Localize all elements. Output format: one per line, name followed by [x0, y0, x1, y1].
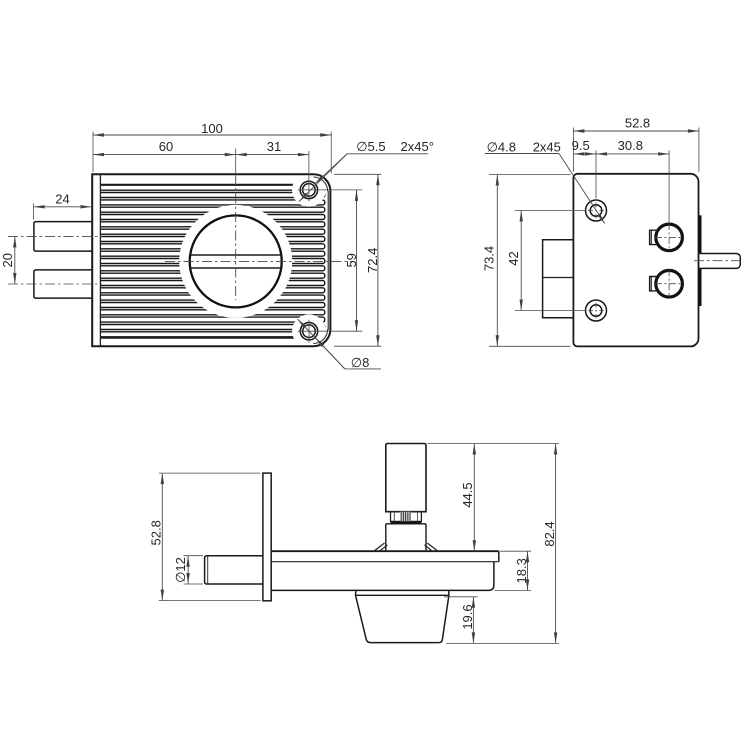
svg-text:∅12: ∅12 — [173, 557, 188, 583]
svg-text:2x45°: 2x45° — [401, 139, 434, 154]
svg-text:18.3: 18.3 — [514, 558, 529, 583]
svg-text:44.5: 44.5 — [460, 482, 475, 507]
svg-text:59: 59 — [344, 253, 359, 267]
svg-text:72.4: 72.4 — [365, 248, 380, 273]
svg-text:2x45: 2x45 — [533, 140, 561, 155]
svg-text:30.8: 30.8 — [618, 138, 643, 153]
svg-text:52.8: 52.8 — [625, 116, 650, 131]
svg-text:24: 24 — [55, 191, 69, 206]
svg-text:9.5: 9.5 — [572, 138, 590, 153]
svg-text:∅8: ∅8 — [351, 355, 370, 370]
svg-text:100: 100 — [201, 121, 223, 136]
svg-text:∅4.8: ∅4.8 — [487, 140, 516, 155]
svg-text:60: 60 — [159, 139, 173, 154]
svg-text:82.4: 82.4 — [542, 521, 557, 546]
svg-text:52.8: 52.8 — [149, 520, 164, 545]
svg-text:19.6: 19.6 — [460, 604, 475, 629]
svg-text:73.4: 73.4 — [482, 246, 497, 271]
svg-text:20: 20 — [0, 253, 15, 267]
svg-text:∅5.5: ∅5.5 — [356, 139, 385, 154]
svg-text:42: 42 — [506, 251, 521, 265]
svg-text:31: 31 — [267, 139, 281, 154]
